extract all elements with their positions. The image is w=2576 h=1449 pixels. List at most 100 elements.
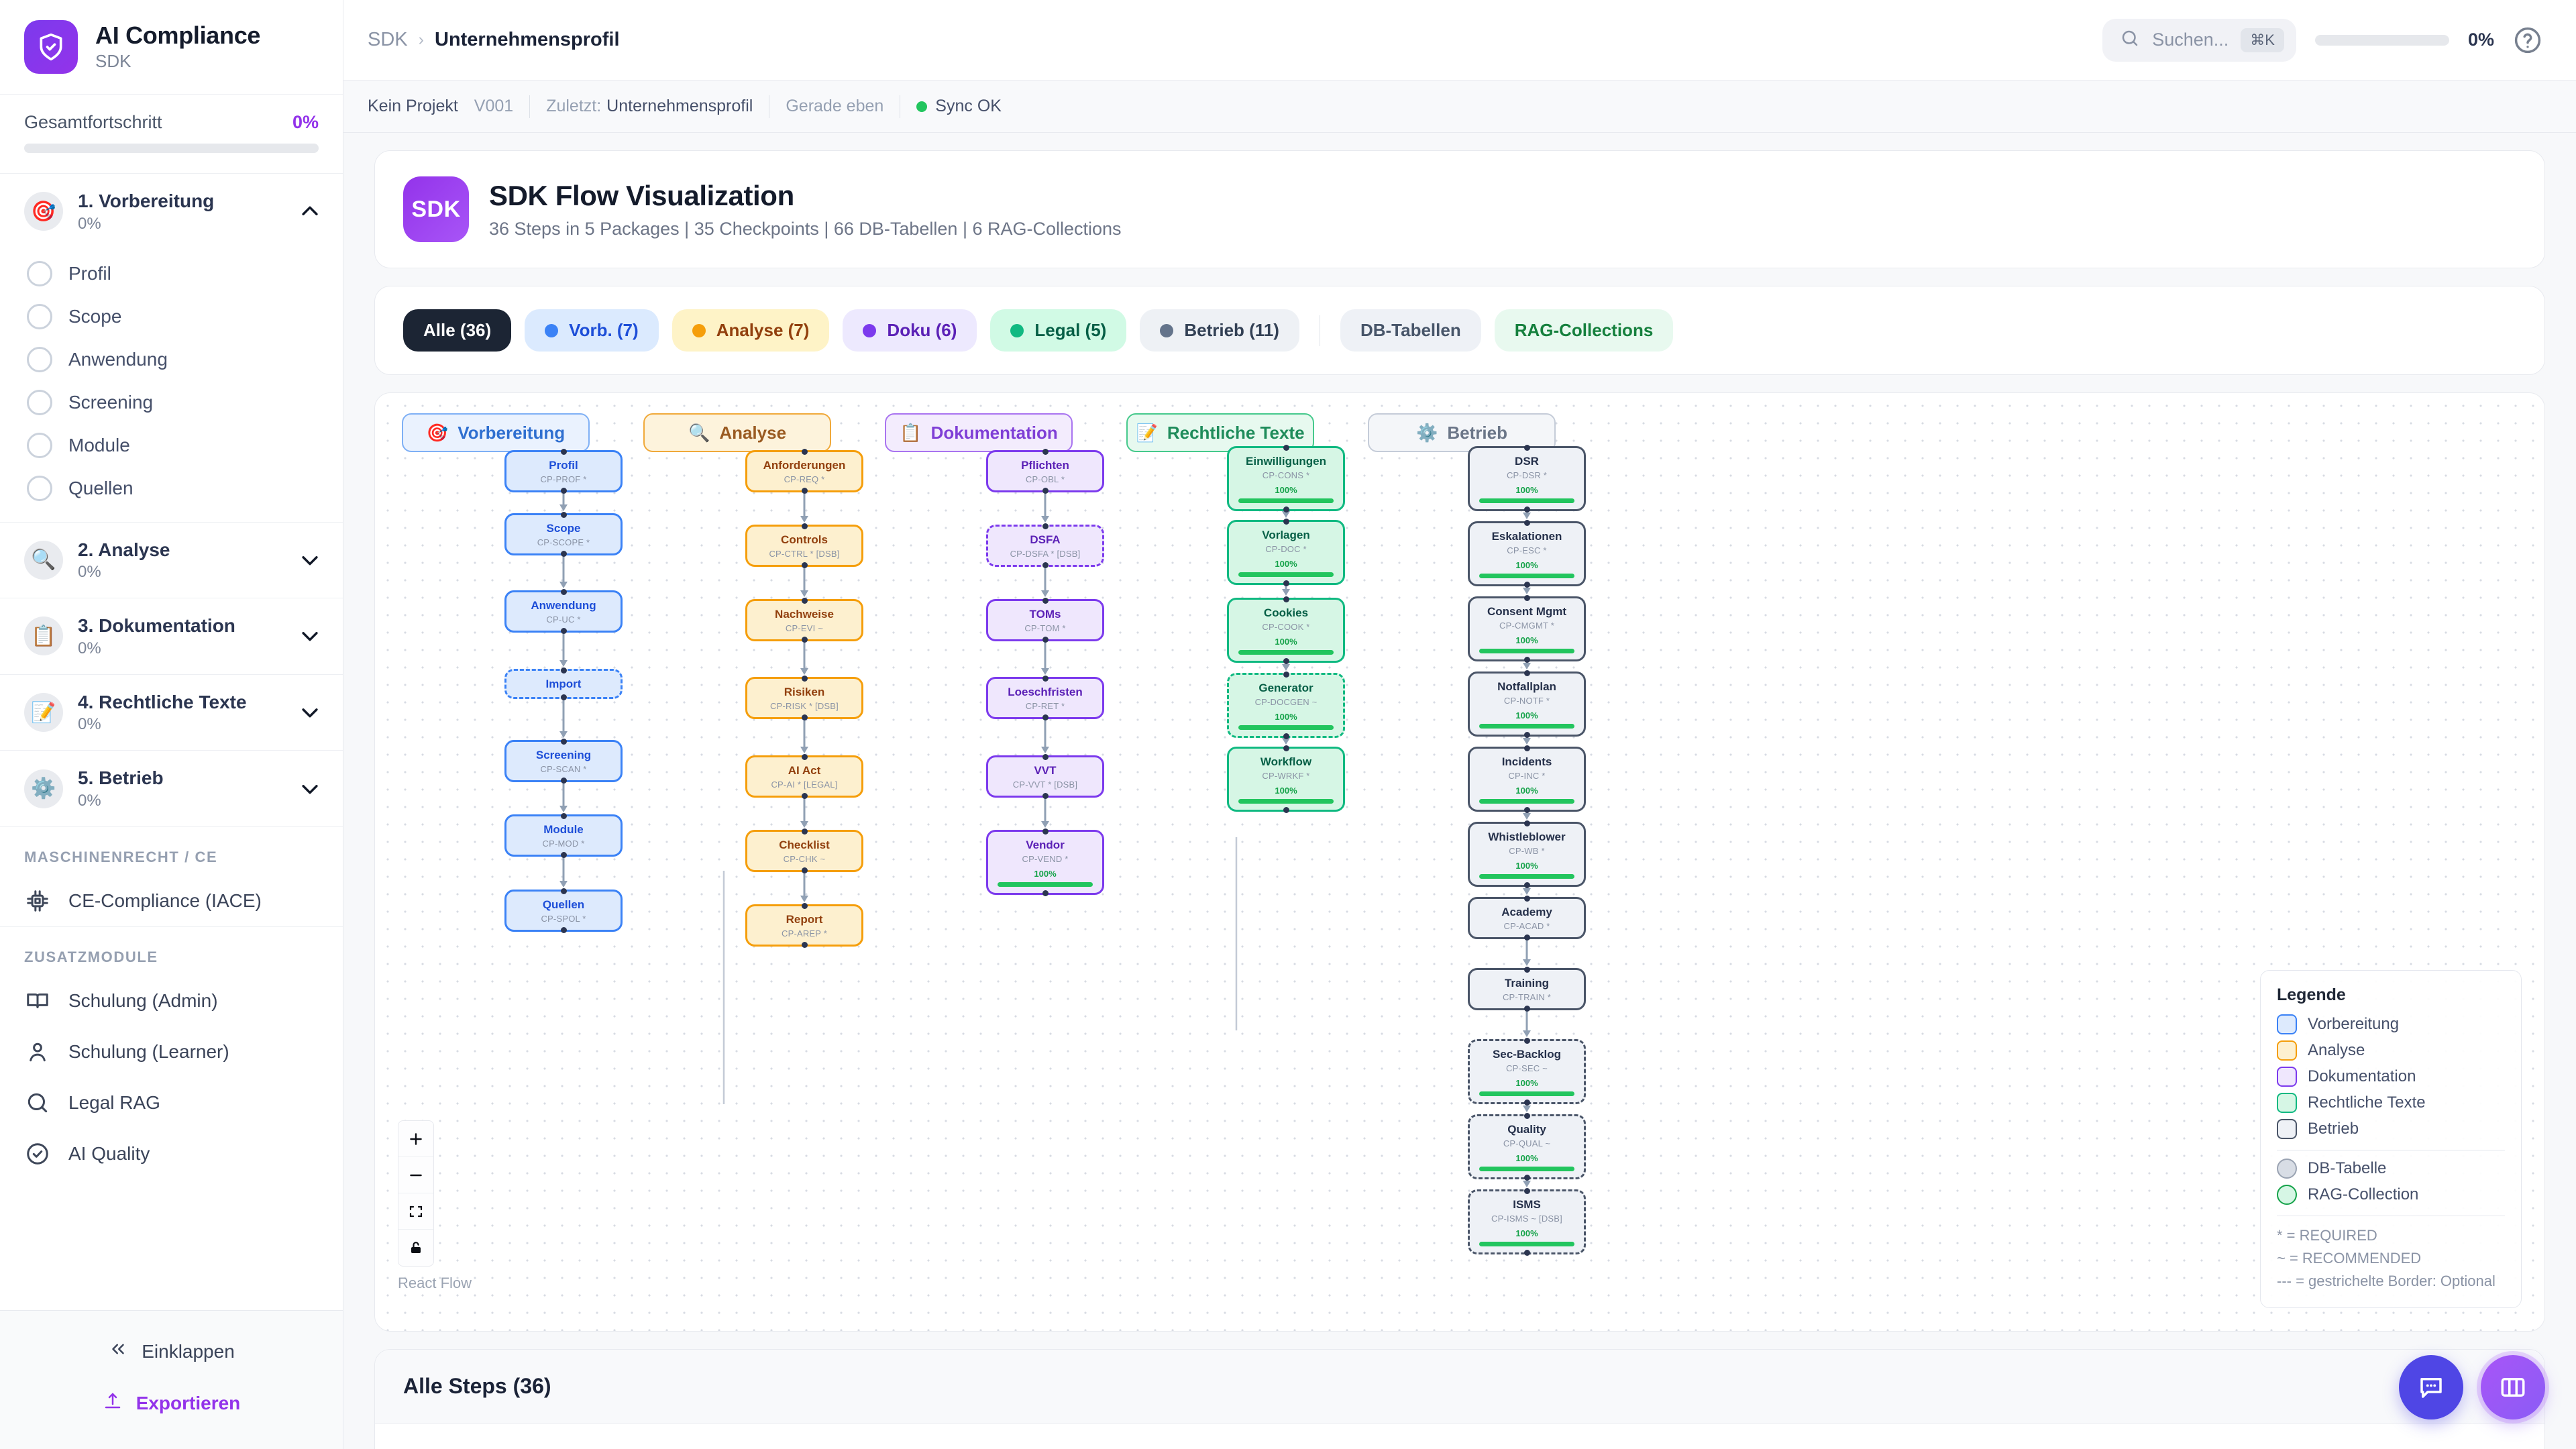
filter-chip-betrieb-11[interactable]: Betrieb (11) [1140, 309, 1299, 352]
sidebar-item-legal-rag[interactable]: Legal RAG [0, 1077, 343, 1128]
fit-view-icon[interactable] [398, 1193, 433, 1230]
sidebar-step-quellen[interactable]: Quellen [0, 467, 343, 510]
filter-chip-legal-5[interactable]: Legal (5) [990, 309, 1127, 352]
node-code: CP-PROF * [540, 474, 587, 485]
chevron-down-icon[interactable] [299, 549, 321, 572]
sidebar-item-ai-quality[interactable]: AI Quality [0, 1128, 343, 1179]
step-radio-icon[interactable] [27, 432, 52, 458]
content-scroll[interactable]: SDK SDK Flow Visualization 36 Steps in 5… [343, 133, 2576, 1449]
sidebar-phase-3: 📋 3. Dokumentation 0% [0, 598, 343, 675]
node-title: DSR [1515, 455, 1539, 468]
node-title: Anwendung [531, 599, 596, 612]
help-circle-icon[interactable] [2513, 25, 2542, 55]
search-input[interactable]: Suchen... ⌘K [2102, 18, 2296, 62]
sidebar-step-profil[interactable]: Profil [0, 252, 343, 295]
flow-node-import[interactable]: Import [504, 667, 623, 701]
sidebar-step-screening[interactable]: Screening [0, 381, 343, 424]
step-radio-icon[interactable] [27, 475, 52, 501]
zoom-out-icon[interactable] [398, 1157, 433, 1193]
phase-header[interactable]: 📝 4. Rechtliche Texte 0% [0, 675, 343, 751]
chevron-down-icon[interactable] [299, 625, 321, 647]
node-code: CP-RISK * [DSB] [770, 701, 839, 712]
chat-icon[interactable] [2399, 1355, 2463, 1419]
filter-chip-analyse-7[interactable]: Analyse (7) [672, 309, 830, 352]
filter-chip-rag-collections[interactable]: RAG-Collections [1494, 309, 1674, 352]
node-title: Module [543, 823, 584, 836]
filter-chip-doku-6[interactable]: Doku (6) [843, 309, 977, 352]
filter-chip-vorb-7[interactable]: Vorb. (7) [525, 309, 659, 352]
node-handle-bottom [1523, 582, 1530, 588]
chevron-down-icon[interactable] [299, 701, 321, 724]
export-button[interactable]: Exportieren [0, 1377, 343, 1429]
brand-header[interactable]: AI Compliance SDK [0, 0, 343, 95]
brand-title: AI Compliance [95, 21, 261, 50]
sidebar-item-ce-compliance-iace[interactable]: CE-Compliance (IACE) [0, 875, 343, 926]
phase-step-list: Profil Scope Anwendung Screening Module … [0, 250, 343, 522]
search-icon [2120, 28, 2140, 52]
sidebar-item-schulung-admin[interactable]: Schulung (Admin) [0, 975, 343, 1026]
sidebar-step-module[interactable]: Module [0, 424, 343, 467]
flow-canvas[interactable]: 🎯Vorbereitung🔍Analyse📋Dokumentation📝Rech… [374, 392, 2545, 1332]
phase-header[interactable]: 📋 3. Dokumentation 0% [0, 598, 343, 674]
node-percent: 100% [1275, 637, 1297, 647]
filter-chip-db-tabellen[interactable]: DB-Tabellen [1340, 309, 1481, 352]
legend-item-db-tabelle: DB-Tabelle [2277, 1158, 2505, 1179]
node-code: CP-ACAD * [1503, 921, 1550, 932]
sidebar-item-schulung-learner[interactable]: Schulung (Learner) [0, 1026, 343, 1077]
legend-swatch [2277, 1066, 2297, 1087]
sidebar-step-anwendung[interactable]: Anwendung [0, 338, 343, 381]
breadcrumb-root[interactable]: SDK [368, 29, 408, 50]
chevron-up-icon[interactable] [299, 200, 321, 223]
step-radio-icon[interactable] [27, 303, 52, 329]
step-radio-icon[interactable] [27, 260, 52, 286]
step-radio-icon[interactable] [27, 346, 52, 372]
phase-header[interactable]: ⚙️ 5. Betrieb 0% [0, 751, 343, 826]
filter-chip-alle-36[interactable]: Alle (36) [403, 309, 512, 352]
zoom-in-icon[interactable] [398, 1121, 433, 1157]
lock-icon[interactable] [398, 1230, 433, 1266]
phase-header[interactable]: 🔍 2. Analyse 0% [0, 523, 343, 598]
panels-icon[interactable] [2481, 1355, 2545, 1419]
node-code: CP-TOM * [1024, 623, 1066, 634]
sidebar-step-scope[interactable]: Scope [0, 295, 343, 338]
collapse-sidebar-button[interactable]: Einklappen [0, 1326, 343, 1377]
step-radio-icon[interactable] [27, 389, 52, 415]
chevron-down-icon[interactable] [299, 777, 321, 800]
phase-header[interactable]: 🎯 1. Vorbereitung 0% [0, 174, 343, 250]
